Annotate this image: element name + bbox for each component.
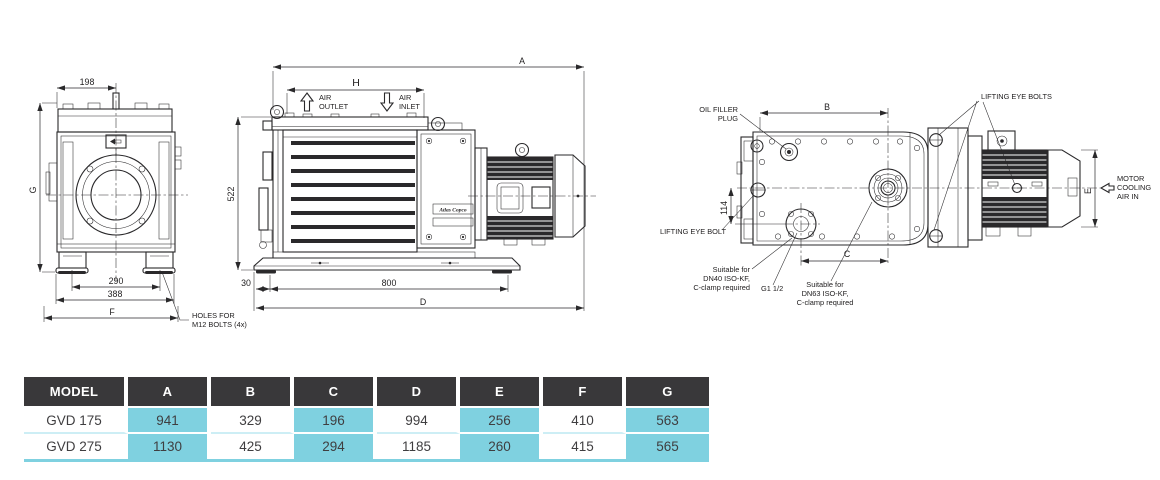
- air-inlet-line2: INLET: [399, 102, 420, 111]
- col-header-b: B: [211, 377, 294, 408]
- spec-table: MODEL A B C D E F G GVD 175 941 329 196 …: [24, 377, 709, 459]
- dim-label-C: C: [844, 249, 851, 259]
- dn63-note-line3: C-clamp required: [797, 298, 854, 307]
- table-bottom-accent: [24, 459, 709, 462]
- table-cell-model: GVD 175: [24, 408, 128, 434]
- dim-label-A: A: [519, 56, 525, 66]
- lifting-eye-bolts-label: LIFTING EYE BOLTS: [981, 92, 1052, 101]
- table-cell-model: GVD 275: [24, 434, 128, 459]
- air-inlet-arrow-icon: [379, 92, 395, 112]
- air-outlet-line1: AIR: [319, 93, 331, 102]
- fan-cover: [1047, 149, 1081, 228]
- motor-cooling-line1: MOTOR: [1117, 174, 1144, 183]
- dn40-note-line2: DN40 ISO-KF,: [703, 274, 750, 283]
- dn40-flange: [785, 208, 817, 240]
- col-header-d: D: [377, 377, 460, 408]
- thread-label: G1 1/2: [761, 284, 783, 293]
- oil-filler-label-line2: PLUG: [718, 114, 738, 123]
- air-inlet-line1: AIR: [399, 93, 411, 102]
- dim-label-F: F: [109, 307, 115, 317]
- dn40-note-line1: Suitable for: [713, 265, 751, 274]
- cooling-air-arrow-icon: [1099, 182, 1115, 194]
- table-cell: 196: [294, 408, 377, 434]
- air-outlet-line2: OUTLET: [319, 102, 349, 111]
- col-header-c: C: [294, 377, 377, 408]
- dn63-note-line2: DN63 ISO-KF,: [802, 289, 849, 298]
- dim-label-D: D: [420, 297, 426, 307]
- dim-label-30: 30: [241, 278, 251, 288]
- top-view: B 114 C OIL FILLER PLUG LIFTING EYE BOLT…: [660, 92, 1151, 307]
- eye-bolt-icon: [514, 142, 530, 158]
- air-outlet-arrow-icon: [299, 92, 315, 112]
- table-cell: 941: [128, 408, 211, 434]
- dim-label-522: 522: [226, 187, 236, 202]
- col-header-a: A: [128, 377, 211, 408]
- front-view: 198 G 290 388 F HOLES FOR M12 BOLTS (4x): [28, 77, 247, 329]
- table-cell: 425: [211, 434, 294, 459]
- eye-bolt-icon: [430, 116, 446, 132]
- eye-bolt-icon: [269, 104, 285, 120]
- technical-drawing: 198 G 290 388 F HOLES FOR M12 BOLTS (4x)…: [28, 56, 1151, 329]
- side-view: A H AIR OUTLET AIR INLET: [226, 56, 596, 311]
- brand-logo: Atlas Copco: [438, 208, 467, 214]
- table-cell: 329: [211, 408, 294, 434]
- dn40-note-line3: C-clamp required: [693, 283, 750, 292]
- motor-cooling-line2: COOLING: [1117, 183, 1151, 192]
- table-cell: 260: [460, 434, 543, 459]
- dim-label-800: 800: [382, 278, 397, 288]
- note-holes-line2: M12 BOLTS (4x): [192, 320, 247, 329]
- note-holes-line1: HOLES FOR: [192, 311, 235, 320]
- table-cell: 565: [626, 434, 709, 459]
- table-cell: 415: [543, 434, 626, 459]
- table-cell: 410: [543, 408, 626, 434]
- table-cell: 294: [294, 434, 377, 459]
- dim-label-H: H: [352, 77, 360, 89]
- table-cell: 563: [626, 408, 709, 434]
- table-cell: 1185: [377, 434, 460, 459]
- col-header-model: MODEL: [24, 377, 128, 408]
- table-cell: 994: [377, 408, 460, 434]
- table-cell: 1130: [128, 434, 211, 459]
- oil-filler-label-line1: OIL FILLER: [699, 105, 738, 114]
- motor-cooling-line3: AIR IN: [1117, 192, 1139, 201]
- oil-filler-plug: [779, 142, 799, 162]
- dim-label-G: G: [28, 186, 38, 193]
- dim-label-198: 198: [80, 77, 95, 87]
- col-header-f: F: [543, 377, 626, 408]
- col-header-e: E: [460, 377, 543, 408]
- dn63-flange: [868, 168, 908, 208]
- dim-label-290: 290: [109, 276, 124, 286]
- col-header-g: G: [626, 377, 709, 408]
- dim-label-B: B: [824, 102, 830, 112]
- dim-label-388: 388: [108, 289, 123, 299]
- tag-arrow-icon: [110, 138, 115, 145]
- dim-label-E: E: [1083, 188, 1093, 194]
- lifting-eye-bolt-label: LIFTING EYE BOLT: [660, 227, 726, 236]
- table-cell: 256: [460, 408, 543, 434]
- dn63-note-line1: Suitable for: [806, 280, 844, 289]
- dim-label-114: 114: [719, 201, 729, 215]
